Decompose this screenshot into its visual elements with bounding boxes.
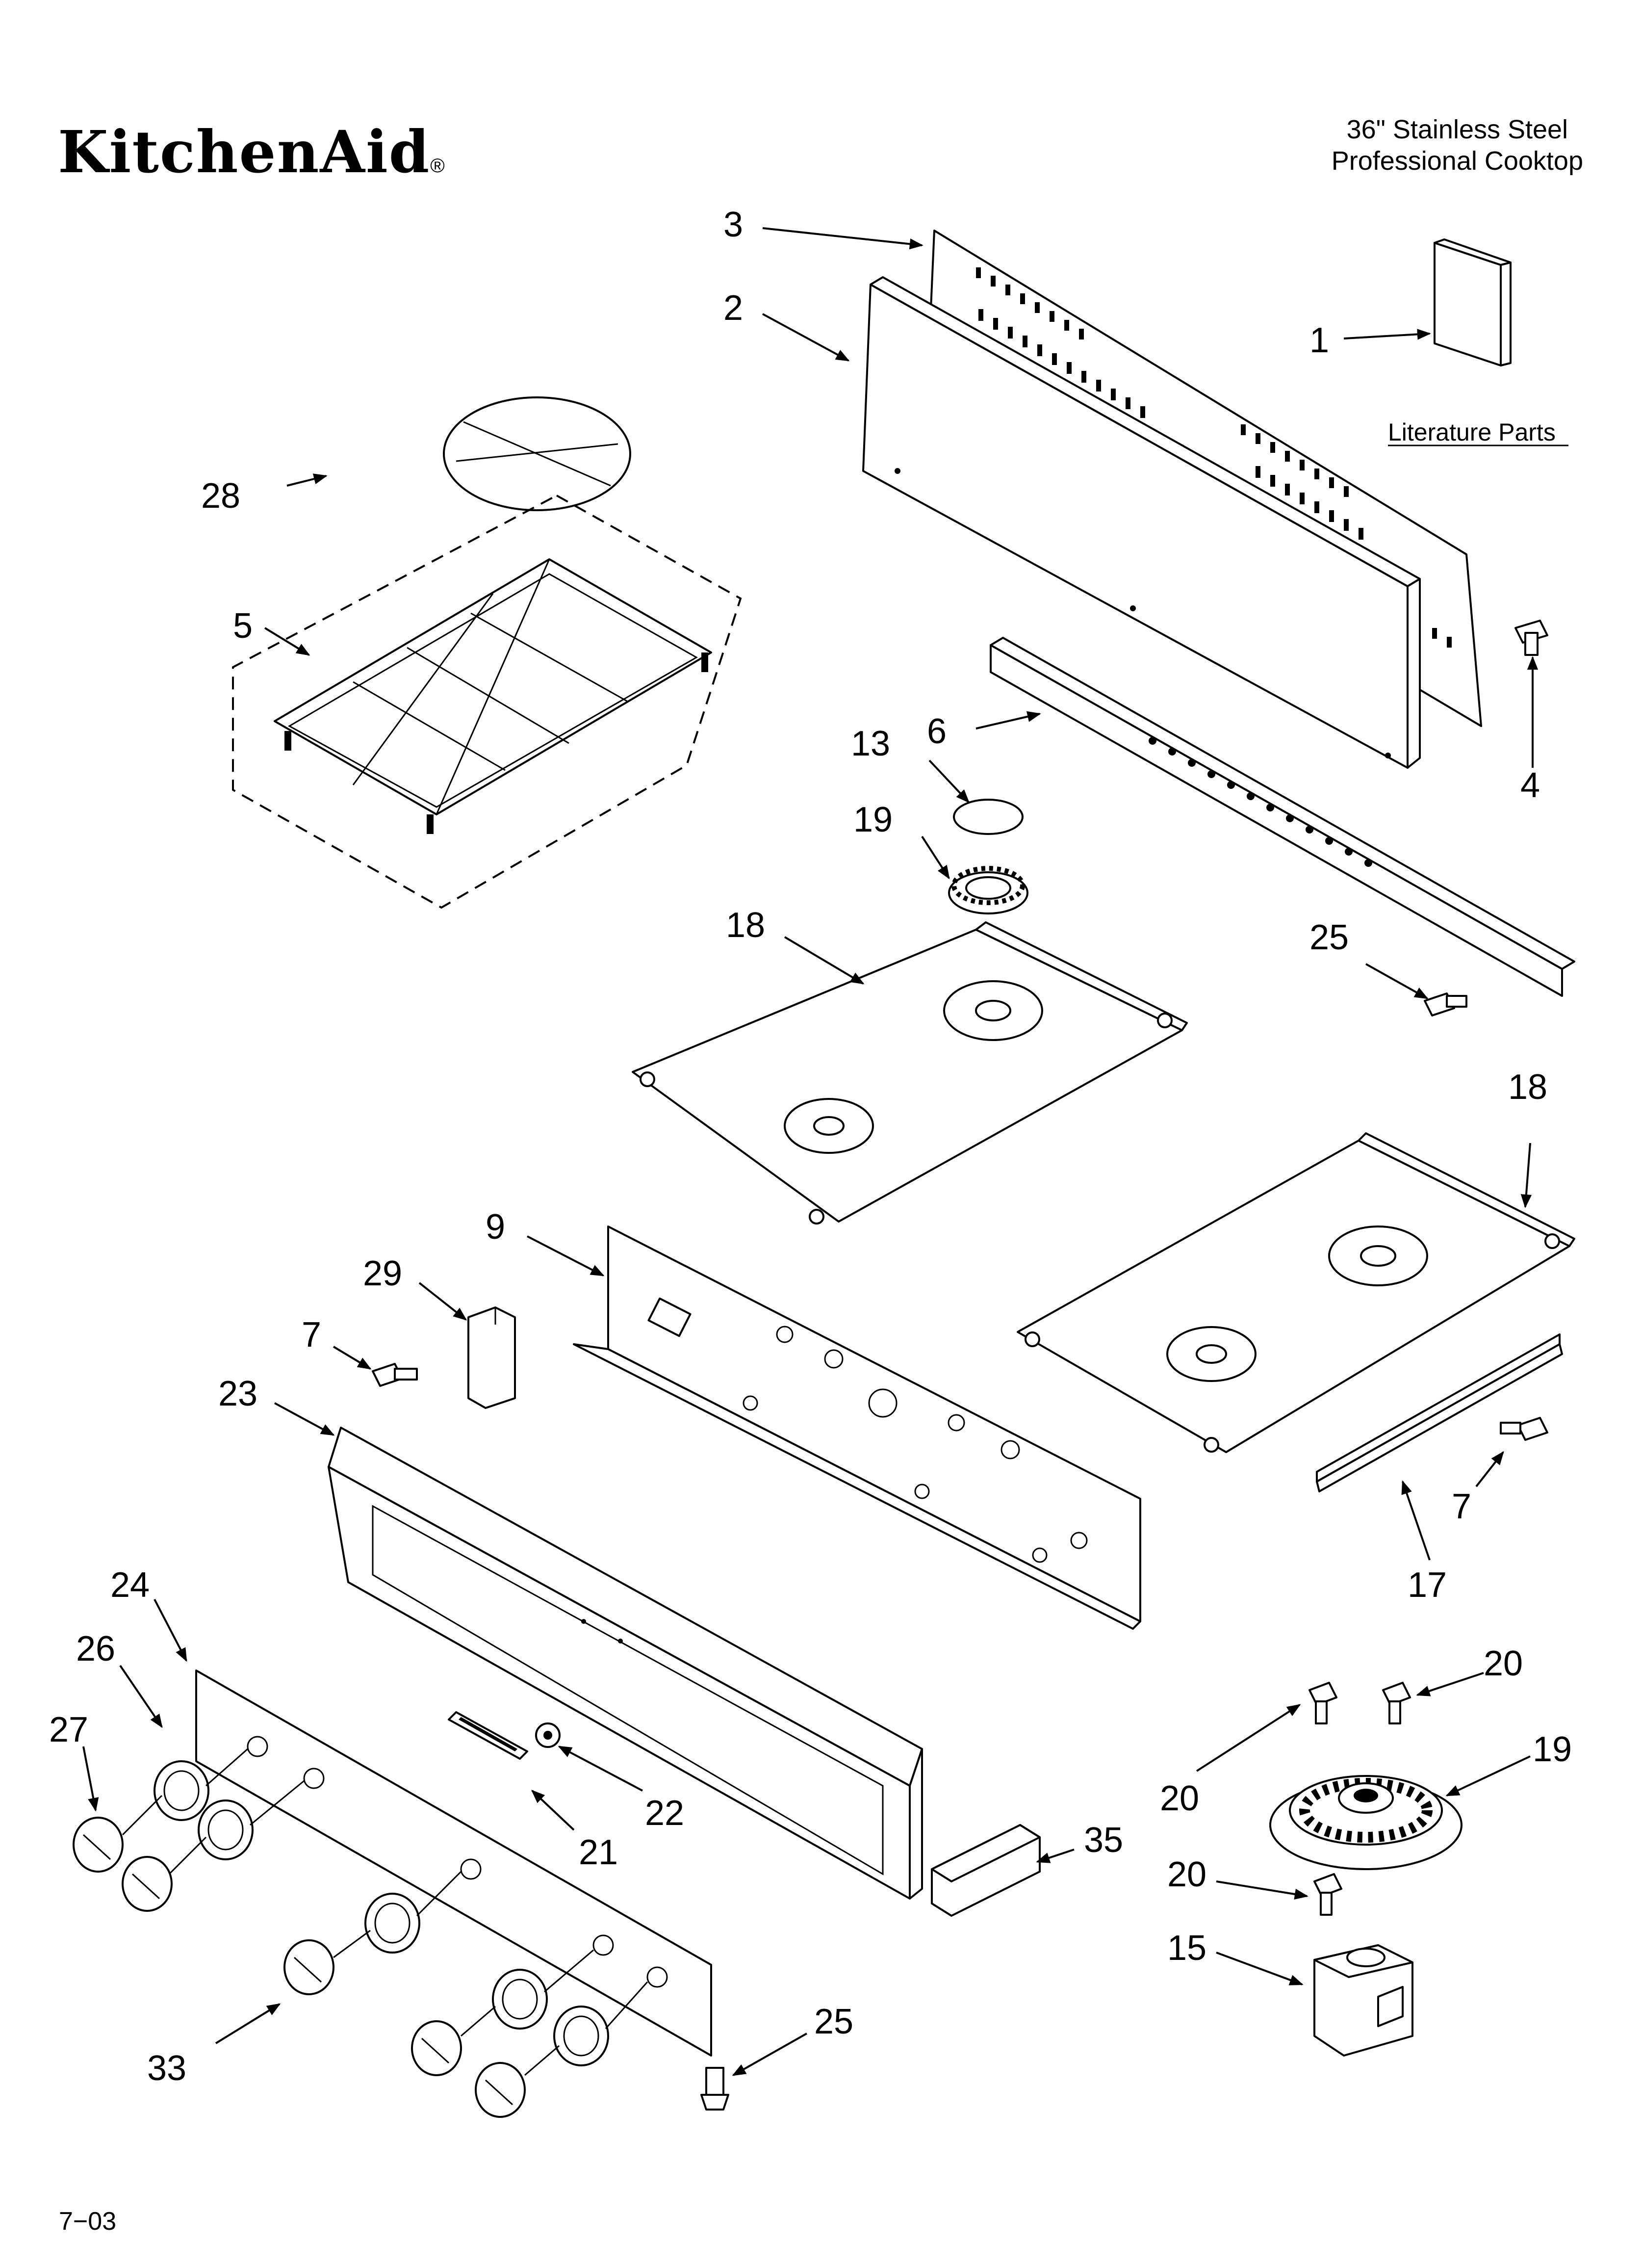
callout-33: 33 (147, 2049, 186, 2088)
callout-21: 21 (579, 1833, 618, 1872)
callout-15: 15 (1167, 1929, 1206, 1968)
panel-screw (700, 2067, 729, 2111)
callout-3: 3 (723, 205, 743, 244)
callout-19-bottom: 19 (1533, 1730, 1572, 1769)
callout-18-left: 18 (726, 906, 765, 945)
callout-24: 24 (110, 1565, 150, 1605)
callout-18-right: 18 (1508, 1068, 1547, 1107)
document-title: 36" Stainless Steel Professional Cooktop (1332, 114, 1583, 177)
control-panel-frame (328, 1427, 923, 1900)
side-trim (1316, 1333, 1563, 1492)
wire-cover (931, 1824, 1041, 1917)
callout-20-top-right: 20 (1484, 1644, 1523, 1683)
literature-parts-label: Literature Parts (1388, 418, 1556, 446)
title-line-1: 36" Stainless Steel (1346, 115, 1568, 144)
callout-2: 2 (723, 288, 743, 328)
revision-code: 7−03 (59, 2207, 117, 2236)
literature-booklet (1434, 238, 1512, 366)
callout-23: 23 (218, 1374, 257, 1413)
bracket-screw (1424, 992, 1467, 1017)
callout-25-top: 25 (1309, 918, 1349, 957)
callout-7-left: 7 (302, 1315, 321, 1355)
callout-35: 35 (1084, 1821, 1123, 1860)
knob-bezels (154, 1760, 609, 2066)
brand-logo: KitchenAid® (58, 118, 446, 186)
brand-name: KitchenAid (58, 118, 431, 186)
burner-orifice-holder (1313, 1944, 1413, 2057)
callout-27: 27 (49, 1710, 88, 1749)
control-knobs (73, 1748, 648, 2118)
panel-plug (535, 1722, 561, 1748)
title-line-2: Professional Cooktop (1331, 146, 1583, 176)
callout-leaders (82, 227, 1539, 2076)
burner-base-top (948, 866, 1028, 914)
callout-25-bottom: 25 (814, 2002, 853, 2041)
control-bracket (467, 1306, 516, 1409)
burner-screws (1308, 1682, 1411, 1916)
callout-19-top: 19 (853, 800, 893, 839)
callout-4: 4 (1520, 766, 1540, 805)
callout-29: 29 (363, 1254, 402, 1293)
callout-7-right: 7 (1452, 1487, 1471, 1526)
burner-grates (232, 494, 742, 909)
nameplate-badge (448, 1711, 528, 1760)
callout-28: 28 (201, 476, 240, 516)
callout-1: 1 (1309, 321, 1329, 360)
registered-mark: ® (430, 155, 446, 177)
callout-9: 9 (486, 1207, 505, 1247)
bracket-screw-left (372, 1363, 418, 1387)
trim-screw-right (1500, 1417, 1548, 1441)
grate-pad (443, 396, 631, 511)
callout-22: 22 (645, 1794, 684, 1833)
burner-box-left (632, 921, 1188, 1225)
backguard (862, 276, 1421, 769)
burner-cap-top (953, 799, 1024, 835)
callout-26: 26 (76, 1629, 115, 1668)
rear-support-bracket (990, 637, 1575, 997)
burner-base-bottom (1269, 1775, 1462, 1870)
burner-box-right (1017, 1132, 1575, 1453)
callout-17: 17 (1408, 1565, 1447, 1605)
backguard-screw (1514, 620, 1548, 656)
callout-20-left: 20 (1160, 1779, 1199, 1818)
callout-20-bottom: 20 (1167, 1855, 1206, 1894)
manifold-panel (573, 1225, 1141, 1630)
callout-5: 5 (233, 606, 253, 646)
callout-13: 13 (851, 724, 890, 763)
callout-6: 6 (927, 712, 947, 751)
